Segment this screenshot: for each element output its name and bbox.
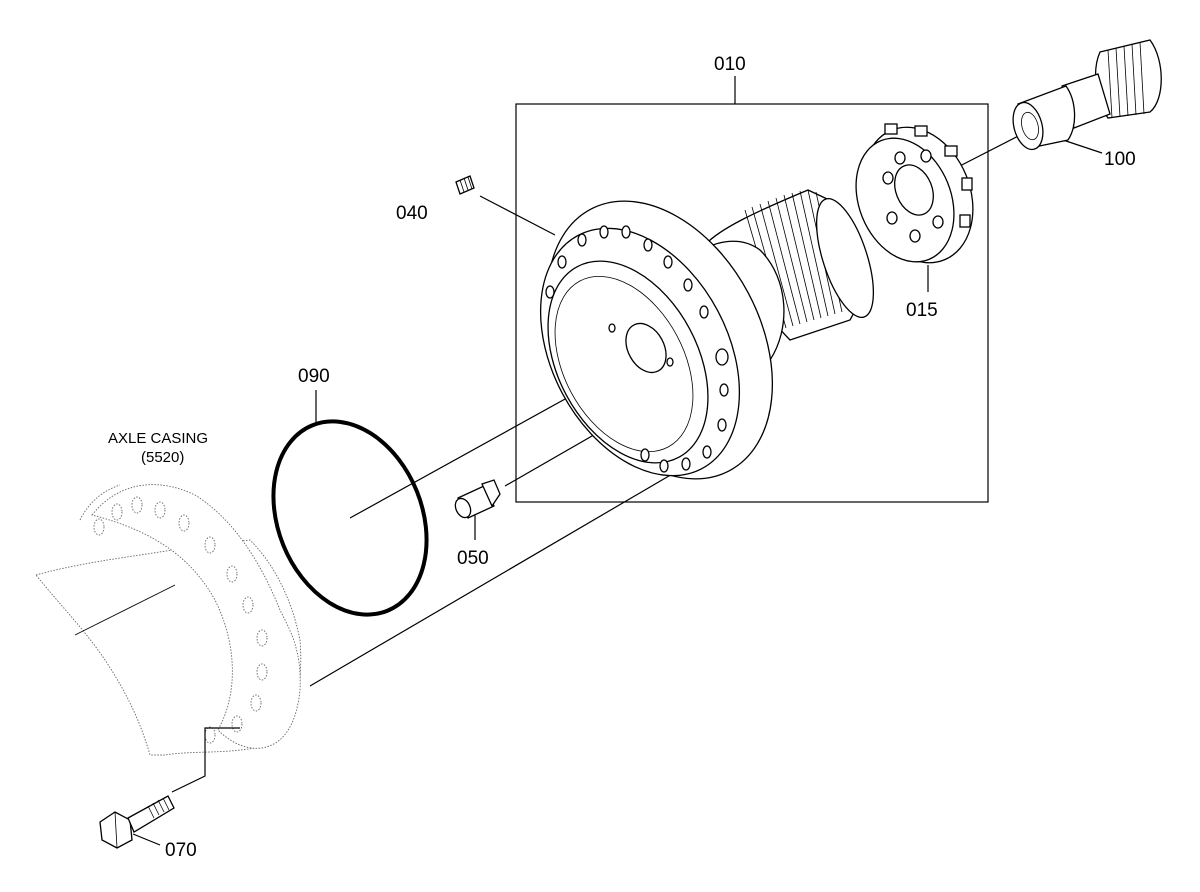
assembly-010-box <box>515 76 989 503</box>
label-100: 100 <box>1104 149 1136 170</box>
hub-flange-010 <box>539 189 875 480</box>
retainer-holes <box>882 149 944 243</box>
label-axle-casing: AXLE CASING <box>108 430 208 447</box>
plug-050 <box>454 479 501 519</box>
o-ring-090 <box>271 419 429 617</box>
flange-bolt-holes <box>545 225 729 473</box>
label-axle-casing-code: (5520) <box>141 449 184 466</box>
label-090: 090 <box>298 366 330 387</box>
shaft-spline-teeth <box>1107 41 1145 119</box>
retainer-lugs <box>884 123 973 228</box>
axle-casing <box>35 484 302 756</box>
set-screw-040 <box>455 175 475 195</box>
bolt-thread <box>147 797 170 819</box>
bolt-070 <box>99 795 175 849</box>
retainer-ring-015 <box>855 123 974 264</box>
label-070: 070 <box>165 840 197 861</box>
label-015: 015 <box>906 300 938 321</box>
label-040: 040 <box>396 203 428 224</box>
label-010: 010 <box>714 54 746 75</box>
label-050: 050 <box>457 548 489 569</box>
casing-bolt-holes <box>93 496 268 744</box>
spline-shaft-100 <box>1012 39 1162 151</box>
